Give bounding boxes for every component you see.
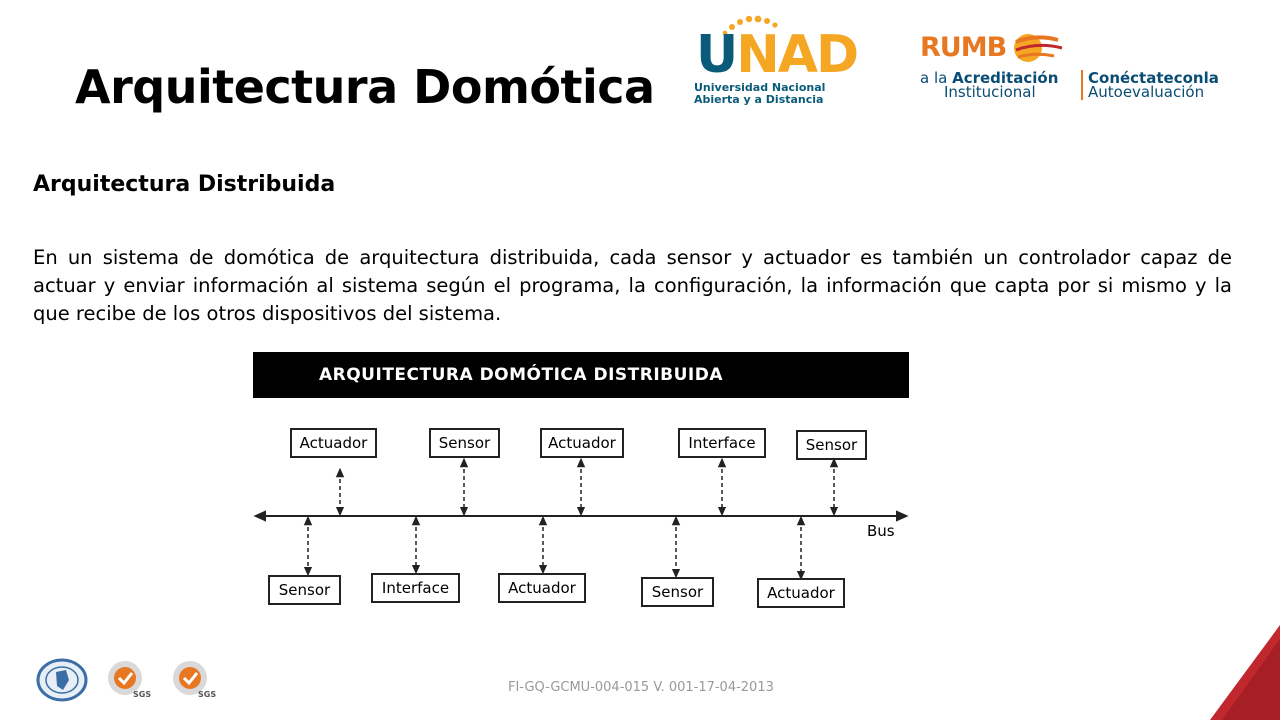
rumbo-acreditacion-logo: RUMB a la Acreditación Institucional Con… [918,30,1238,100]
bus-label: Bus [867,522,895,540]
sgs-label-2: SGS [198,690,217,699]
node-bottom-actuador-1: Actuador [498,573,586,603]
sgs-certification-logo-2: SGS [166,658,218,702]
node-top-actuador-2: Actuador [540,428,624,458]
sgs-check-icon [108,661,142,695]
rumbo-line-2: Institucional [944,83,1036,101]
sgs-check-icon [173,661,207,695]
rumbo-divider [1081,70,1083,100]
node-bottom-sensor-1: Sensor [268,575,341,605]
node-bottom-interface: Interface [371,573,460,603]
node-top-interface: Interface [678,428,766,458]
node-bottom-sensor-2: Sensor [641,577,714,607]
corner-decoration [1210,625,1280,720]
sgs-certification-logo-1: SGS [101,658,153,702]
unad-logo: UNAD Universidad Nacional Abierta y a Di… [692,15,859,110]
slide-title: Arquitectura Domótica [75,60,655,114]
seal-icon [36,658,88,702]
node-top-sensor-2: Sensor [796,430,867,460]
rumbo-right-line-2: Autoevaluación [1088,83,1205,101]
unad-dots-icon [722,15,778,36]
diagram-banner-title: ARQUITECTURA DOMÓTICA DISTRIBUIDA [318,365,724,385]
distributed-architecture-diagram: ARQUITECTURA DOMÓTICA DISTRIBUIDA Actuad… [253,352,909,612]
diagram-banner: ARQUITECTURA DOMÓTICA DISTRIBUIDA [253,352,909,398]
colombia-seal-logo [36,658,88,702]
unad-wordmark: UNAD [696,25,859,85]
sgs-label-1: SGS [133,690,152,699]
rumbo-globe-icon [1014,34,1063,62]
unad-subtitle: Universidad Nacional Abierta y a Distanc… [694,81,826,106]
node-top-actuador-1: Actuador [290,428,377,458]
section-heading: Arquitectura Distribuida [33,172,336,197]
body-paragraph: En un sistema de domótica de arquitectur… [33,246,1232,325]
document-code: FI-GQ-GCMU-004-015 V. 001-17-04-2013 [508,680,774,695]
node-top-sensor-1: Sensor [429,428,500,458]
rumbo-line-1: a la Acreditación [920,69,1059,87]
diagram-connectors [253,457,909,581]
rumbo-wordmark: RUMB [920,32,1007,63]
node-bottom-actuador-2: Actuador [757,578,845,608]
rumbo-right-line-1: Conéctateconla [1088,69,1219,87]
